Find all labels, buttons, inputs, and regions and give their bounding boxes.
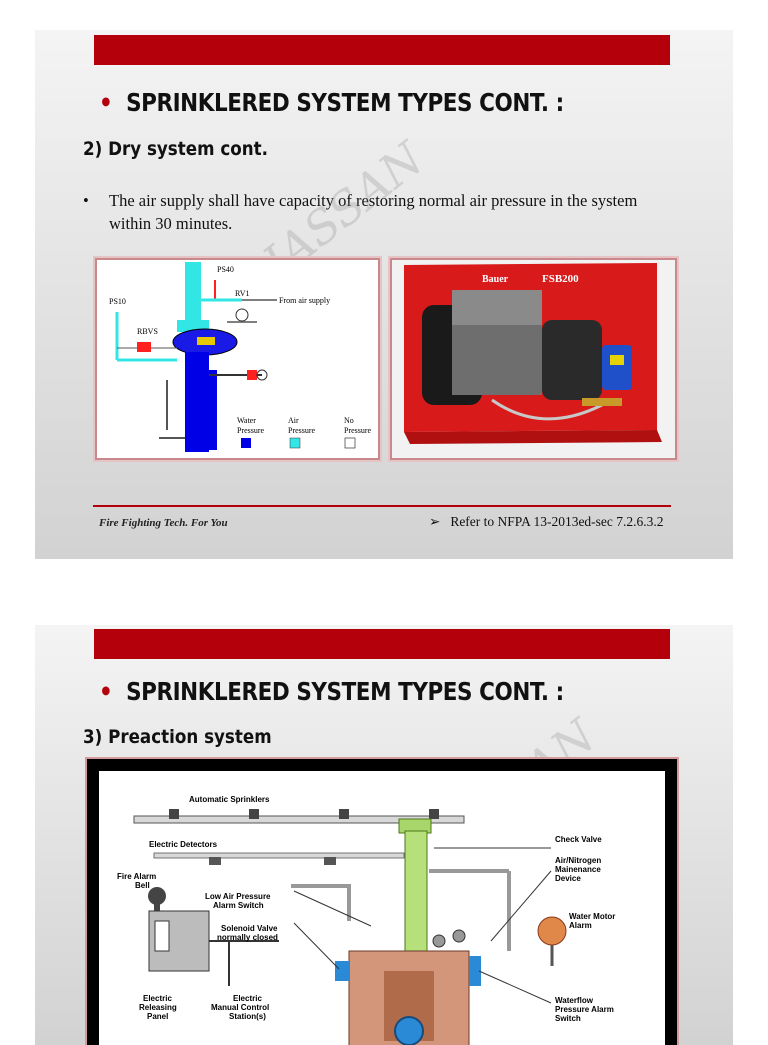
legend-none-swatch: [344, 437, 356, 449]
slide-header-bar: [94, 35, 670, 65]
legend-air-swatch: [289, 437, 301, 449]
legend-none-line1: No: [344, 416, 354, 425]
preaction-diagram-frame: Automatic Sprinklers Electric Detectors …: [87, 759, 677, 1045]
photo-brand-label: Bauer: [482, 274, 509, 285]
label-water-motor-line1: Water Motor: [569, 912, 615, 921]
bullet-text: The air supply shall have capacity of re…: [109, 191, 638, 233]
label-manual-line1: Electric: [233, 994, 262, 1003]
legend-water-swatch: [241, 438, 251, 448]
slide-subtitle: 2) Dry system cont.: [83, 138, 268, 160]
label-air-nitrogen-line1: Air/Nitrogen: [555, 856, 601, 865]
footer-reference-text: Refer to NFPA 13-2013ed-sec 7.2.6.3.2: [450, 514, 664, 529]
arrow-bullet-icon: ➢: [429, 514, 441, 529]
dry-system-diagram: PS40 PS10 RV1 RBVS From air supply Water…: [95, 258, 380, 460]
legend-water-line2: Pressure: [237, 426, 265, 435]
slide-2: • SPRINKLERED SYSTEM TYPES CONT. : 3) Pre…: [35, 625, 733, 1045]
footer-left-text: Fire Fighting Tech. For You: [99, 517, 228, 529]
air-compressor-photo: Bauer FSB200: [390, 258, 677, 460]
label-releasing-line1: Electric: [143, 994, 172, 1003]
label-ps10: PS10: [109, 297, 126, 306]
slide-title: • SPRINKLERED SYSTEM TYPES CONT. :: [99, 677, 564, 706]
label-air-nitrogen-line3: Device: [555, 874, 581, 883]
label-automatic-sprinklers: Automatic Sprinklers: [189, 795, 270, 804]
label-releasing-line2: Releasing: [139, 1003, 177, 1012]
label-releasing-line3: Panel: [147, 1012, 168, 1021]
label-waterflow-line3: Switch: [555, 1014, 581, 1023]
dry-system-diagram-svg: PS40 PS10 RV1 RBVS From air supply Water…: [109, 262, 372, 452]
slide-subtitle: 3) Preaction system: [83, 726, 272, 748]
preaction-diagram: Automatic Sprinklers Electric Detectors …: [99, 771, 665, 1045]
label-rbvs: RBVS: [137, 327, 158, 336]
footer-reference: ➢ Refer to NFPA 13-2013ed-sec 7.2.6.3.2: [429, 514, 664, 530]
label-check-valve: Check Valve: [555, 835, 602, 844]
label-ps40: PS40: [217, 265, 234, 274]
label-manual-line2: Manual Control: [211, 1003, 269, 1012]
label-rv1: RV1: [235, 289, 249, 298]
label-waterflow-line2: Pressure Alarm: [555, 1005, 614, 1014]
bullet-dot-icon: •: [83, 191, 89, 210]
label-low-air-line2: Alarm Switch: [213, 901, 264, 910]
label-solenoid-line2: normally closed: [217, 933, 278, 942]
label-manual-line3: Station(s): [229, 1012, 266, 1021]
slide-title: • SPRINKLERED SYSTEM TYPES CONT. :: [99, 88, 564, 117]
legend-air-line1: Air: [288, 416, 299, 425]
label-low-air-line1: Low Air Pressure: [205, 892, 271, 901]
label-waterflow-line1: Waterflow: [555, 996, 594, 1005]
label-fire-alarm-bell-line2: Bell: [135, 881, 150, 890]
slide-title-text: SPRINKLERED SYSTEM TYPES CONT. :: [126, 88, 564, 117]
label-water-motor-line2: Alarm: [569, 921, 592, 930]
label-fire-alarm-bell-line1: Fire Alarm: [117, 872, 156, 881]
preaction-diagram-svg: Automatic Sprinklers Electric Detectors …: [117, 795, 615, 1045]
label-from-air-supply: From air supply: [279, 296, 330, 305]
legend-none-line2: Pressure: [344, 426, 372, 435]
legend-air-line2: Pressure: [288, 426, 316, 435]
air-compressor-photo-svg: Bauer FSB200: [392, 260, 675, 458]
slide-title-text: SPRINKLERED SYSTEM TYPES CONT. :: [126, 677, 564, 706]
legend-water-line1: Water: [237, 416, 256, 425]
label-electric-detectors: Electric Detectors: [149, 840, 218, 849]
footer-divider: [93, 505, 671, 507]
label-air-nitrogen-line2: Mainenance: [555, 865, 601, 874]
slide-header-bar: [94, 629, 670, 659]
bullet-point: • The air supply shall have capacity of …: [83, 189, 683, 235]
bullet-dot-icon: •: [99, 88, 113, 117]
bullet-dot-icon: •: [99, 677, 113, 706]
slide-1: • SPRINKLERED SYSTEM TYPES CONT. : 2) Dry…: [35, 30, 733, 559]
label-solenoid-line1: Solenoid Valve: [221, 924, 278, 933]
photo-model-label: FSB200: [542, 273, 579, 285]
